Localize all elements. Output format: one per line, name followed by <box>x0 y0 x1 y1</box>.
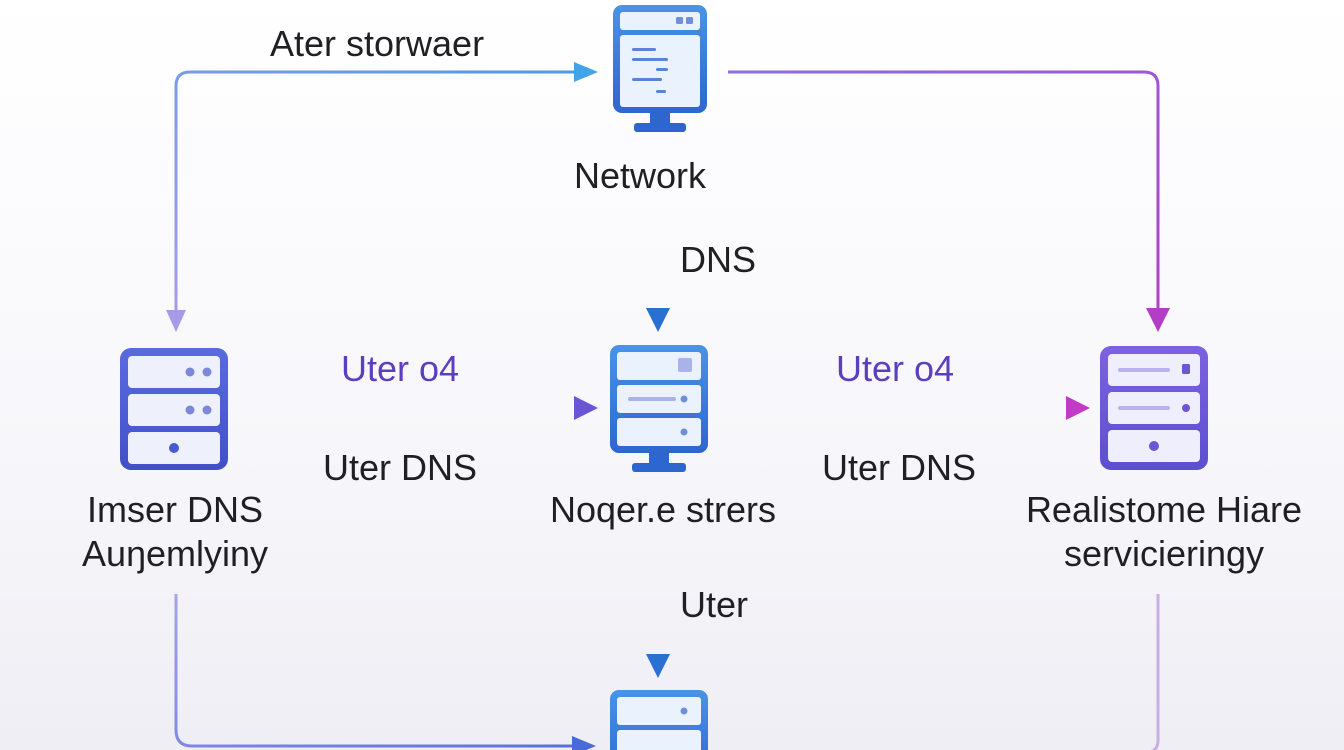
edge-label-left-to-center-above: Uter o4 <box>341 348 460 389</box>
edge-label-center-to-right-below: Uter DNS <box>822 447 977 488</box>
arrowhead-left-to-top <box>574 62 598 82</box>
node-label-left-line1: Imser DNS <box>86 489 263 530</box>
node-bottom-server <box>610 690 708 750</box>
arrowhead-center-to-bottom <box>646 654 670 678</box>
server-rack-icon <box>1100 346 1208 470</box>
edge-label-center-to-right-above: Uter o4 <box>836 348 955 389</box>
edge-top-to-right <box>728 70 1160 318</box>
arrowhead-top-to-right <box>1146 308 1170 332</box>
node-top-server <box>613 5 707 132</box>
edge-left-to-bottom <box>174 594 580 748</box>
edge-right-down <box>1151 594 1160 750</box>
node-label-left-line2: Auŋemlyiny <box>81 533 269 574</box>
arrowhead-center-to-right <box>1066 396 1090 420</box>
node-label-right-line1: Realistome Hiare <box>1025 489 1303 530</box>
node-label-top: Network <box>573 155 707 196</box>
edge-label-center-to-bottom: Uter <box>680 584 749 625</box>
server-monitor-icon <box>610 345 708 472</box>
edge-label-left-to-top: Ater storwaer <box>270 23 485 64</box>
node-label-center: Noqer.e strers <box>549 489 777 530</box>
server-monitor-icon <box>610 690 708 750</box>
server-rack-icon <box>120 348 228 470</box>
arrowhead-into-left-node <box>166 310 186 332</box>
node-right-server <box>1100 346 1208 470</box>
node-center-server <box>610 345 708 472</box>
edge-left-to-top <box>174 70 588 326</box>
node-label-right-line2: servicieringy <box>1063 533 1265 574</box>
node-label-left: Imser DNS Auŋemlyiny <box>40 488 310 576</box>
server-monitor-icon <box>613 5 707 132</box>
node-left-server <box>120 348 228 470</box>
edge-label-left-to-center-below: Uter DNS <box>323 447 478 488</box>
edge-label-top-to-center: DNS <box>680 239 757 280</box>
node-label-right: Realistome Hiare servicieringy <box>994 488 1334 576</box>
arrowhead-top-to-center <box>646 308 670 332</box>
arrowhead-left-to-center <box>574 396 598 420</box>
arrowhead-left-to-bottom <box>572 736 596 750</box>
